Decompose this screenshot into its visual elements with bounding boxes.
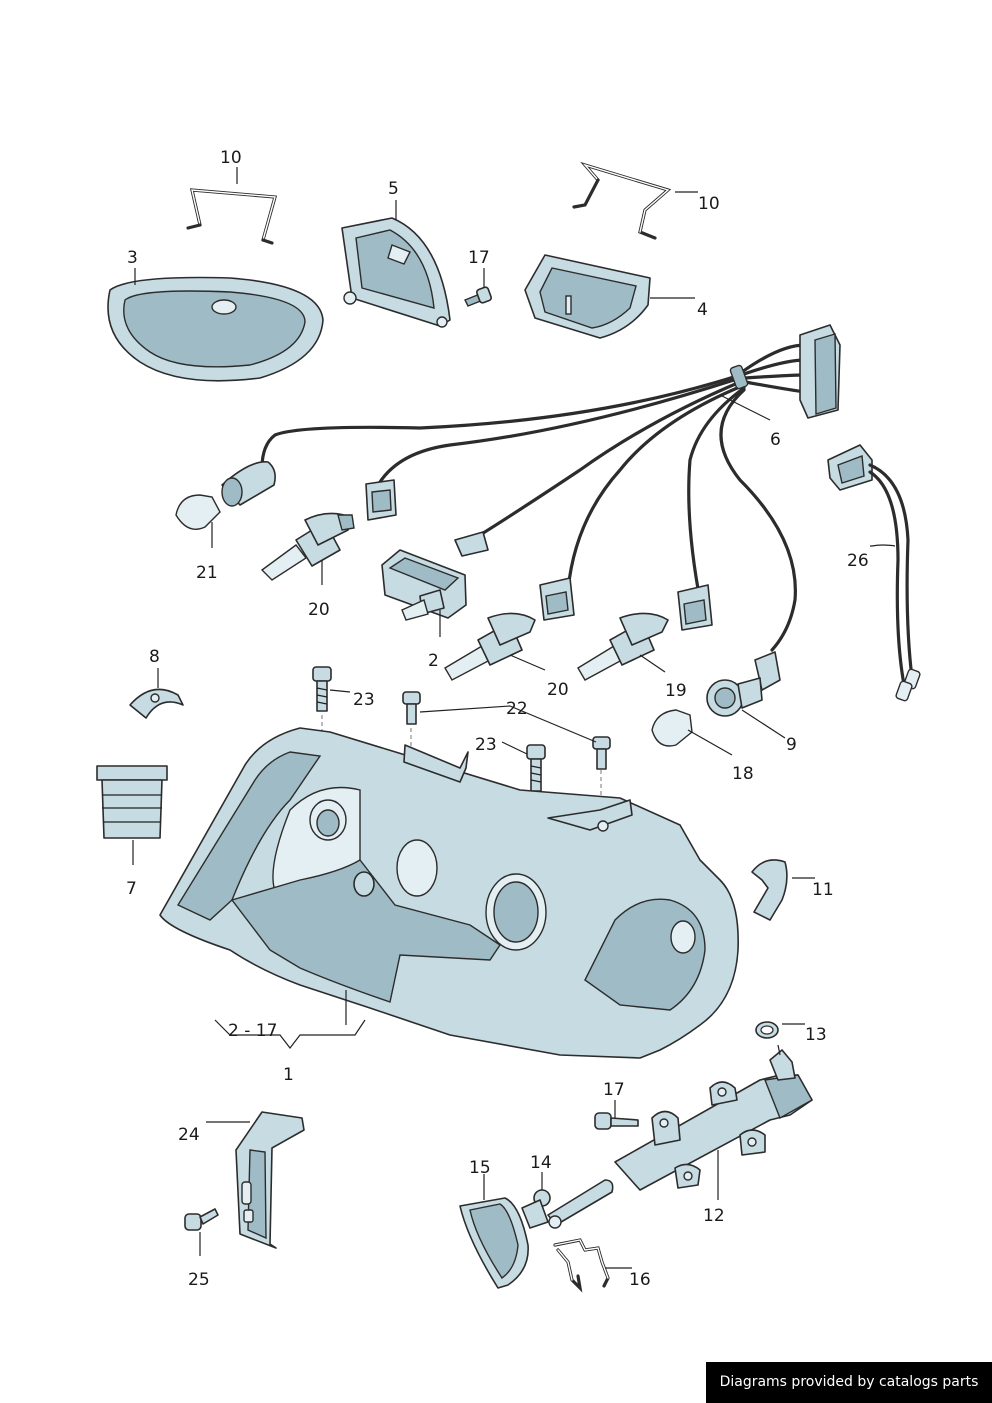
part-8-clip	[129, 688, 184, 719]
callout-4: 4	[697, 300, 708, 320]
callout-21: 21	[196, 563, 218, 583]
callout-20-middle: 20	[547, 680, 569, 700]
callout-11: 11	[812, 880, 834, 900]
callout-10-left: 10	[220, 148, 242, 168]
part-26-wiring-set	[827, 444, 921, 702]
part-22-screw-left	[402, 691, 421, 725]
part-12-adjuster	[614, 1049, 813, 1191]
callout-12: 12	[703, 1206, 725, 1226]
callout-6: 6	[770, 430, 781, 450]
callout-13: 13	[805, 1025, 827, 1045]
part-18-bulb	[651, 709, 693, 747]
part-14-adjusting-rod	[521, 1179, 614, 1229]
callout-20-left: 20	[308, 600, 330, 620]
callout-19: 19	[665, 681, 687, 701]
callout-2: 2	[428, 651, 439, 671]
callout-16: 16	[629, 1270, 651, 1290]
part-17-screw-bottom	[594, 1112, 639, 1130]
callout-7: 7	[126, 879, 137, 899]
part-13-o-ring	[755, 1021, 779, 1039]
callout-9: 9	[786, 735, 797, 755]
part-7-grommet	[96, 765, 168, 839]
credit-banner: Diagrams provided by catalogs parts	[706, 1362, 992, 1403]
part-15-cover	[459, 1197, 529, 1289]
part-24-bracket	[235, 1111, 305, 1249]
part-20-bulb-left	[260, 512, 355, 581]
callout-17-top: 17	[468, 248, 490, 268]
callout-24: 24	[178, 1125, 200, 1145]
callout-15: 15	[469, 1158, 491, 1178]
part-16-spring-clip	[553, 1238, 610, 1293]
part-23-screw-left	[312, 666, 332, 712]
part-21-bulb	[175, 461, 276, 530]
callout-8: 8	[149, 647, 160, 667]
part-5-housing-cover	[341, 217, 451, 328]
callout-10-right: 10	[698, 194, 720, 214]
callout-18: 18	[732, 764, 754, 784]
callout-14: 14	[530, 1153, 552, 1173]
part-9-bulb-holder	[706, 677, 763, 717]
callout-1: 1	[283, 1065, 294, 1085]
part-23-screw-middle	[526, 744, 546, 792]
part-10-spring-right	[572, 161, 672, 240]
part-1-headlight-housing	[159, 727, 739, 1059]
part-3-cover-cap	[107, 276, 324, 382]
callout-3: 3	[127, 248, 138, 268]
part-25-screw	[184, 1208, 219, 1231]
callout-23-left: 23	[353, 690, 375, 710]
callout-23-middle: 23	[475, 735, 497, 755]
callout-2-17: 2 - 17	[228, 1021, 277, 1041]
leader-lines	[132, 167, 896, 1269]
callout-26: 26	[847, 551, 869, 571]
callout-25: 25	[188, 1270, 210, 1290]
callout-labels: 10 10 5 3 17 4 6 26 21 20 2 20 19 9 18 8…	[126, 148, 869, 1290]
callout-5: 5	[388, 179, 399, 199]
callout-17-bottom: 17	[603, 1080, 625, 1100]
part-4-cap	[524, 254, 651, 339]
part-10-spring-left	[186, 188, 278, 245]
part-22-screw-right	[592, 736, 611, 770]
part-17-screw-top	[464, 286, 492, 307]
part-6-wiring-harness	[260, 324, 841, 691]
part-20-bulb-middle	[444, 612, 536, 681]
part-2-motor	[381, 549, 467, 621]
part-19-bulb	[577, 612, 669, 681]
callout-22: 22	[506, 699, 528, 719]
part-11-hose	[751, 859, 788, 921]
